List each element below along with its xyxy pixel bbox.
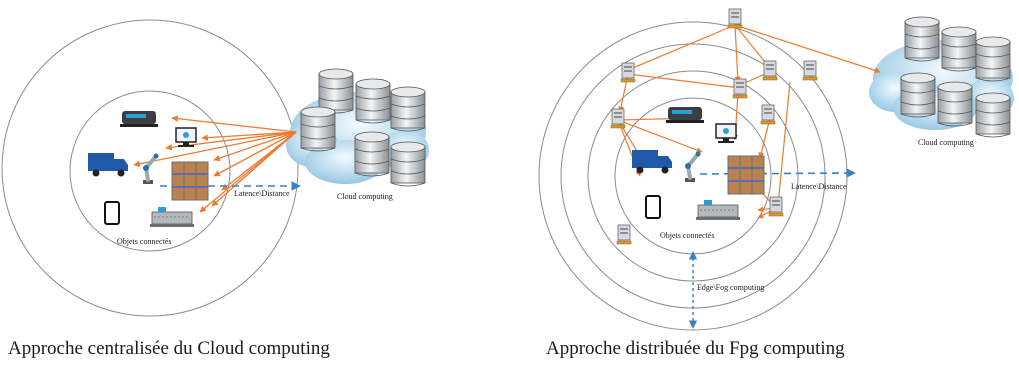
- right-cloud-label: Cloud computing: [918, 138, 974, 147]
- computer-icon: [715, 123, 737, 143]
- warehouse-icon: [727, 155, 765, 195]
- truck-icon: [88, 153, 128, 177]
- machine-icon: [696, 200, 740, 220]
- left-caption: Approche centralisée du Cloud computing: [8, 338, 330, 359]
- left-links: [133, 115, 297, 213]
- left-diagram: Latence\Distance Cloud computing Objets …: [1, 19, 429, 317]
- warehouse-icon: [171, 161, 209, 201]
- left-cloud-label: Cloud computing: [337, 192, 393, 201]
- edge-fog-label: Edge\Fog computing: [697, 283, 764, 292]
- right-objects-label: Objets connectés: [660, 231, 714, 240]
- robot-icon: [666, 107, 704, 123]
- right-caption: Approche distribuée du Fpg computing: [546, 338, 845, 359]
- robot-arm-icon: [143, 153, 159, 184]
- robot-arm-icon: [685, 151, 701, 182]
- left-outer-ring: [1, 19, 299, 317]
- right-latency-arrow: [699, 168, 856, 178]
- left-inner-ring: [69, 90, 231, 252]
- right-ring-2: [560, 43, 826, 309]
- left-objects-label: Objets connectés: [117, 237, 171, 246]
- truck-icon: [632, 150, 672, 174]
- left-latency-label: Latence\Distance: [234, 189, 290, 198]
- smartphone-icon: [645, 195, 661, 219]
- smartphone-icon: [104, 201, 120, 225]
- machine-icon: [150, 207, 194, 227]
- right-ring-3: [587, 70, 799, 282]
- right-latency-label: Latence\Distance: [791, 182, 847, 191]
- computer-icon: [175, 127, 197, 147]
- right-diagram: Cloud computing: [538, 8, 1014, 331]
- robot-icon: [120, 111, 158, 127]
